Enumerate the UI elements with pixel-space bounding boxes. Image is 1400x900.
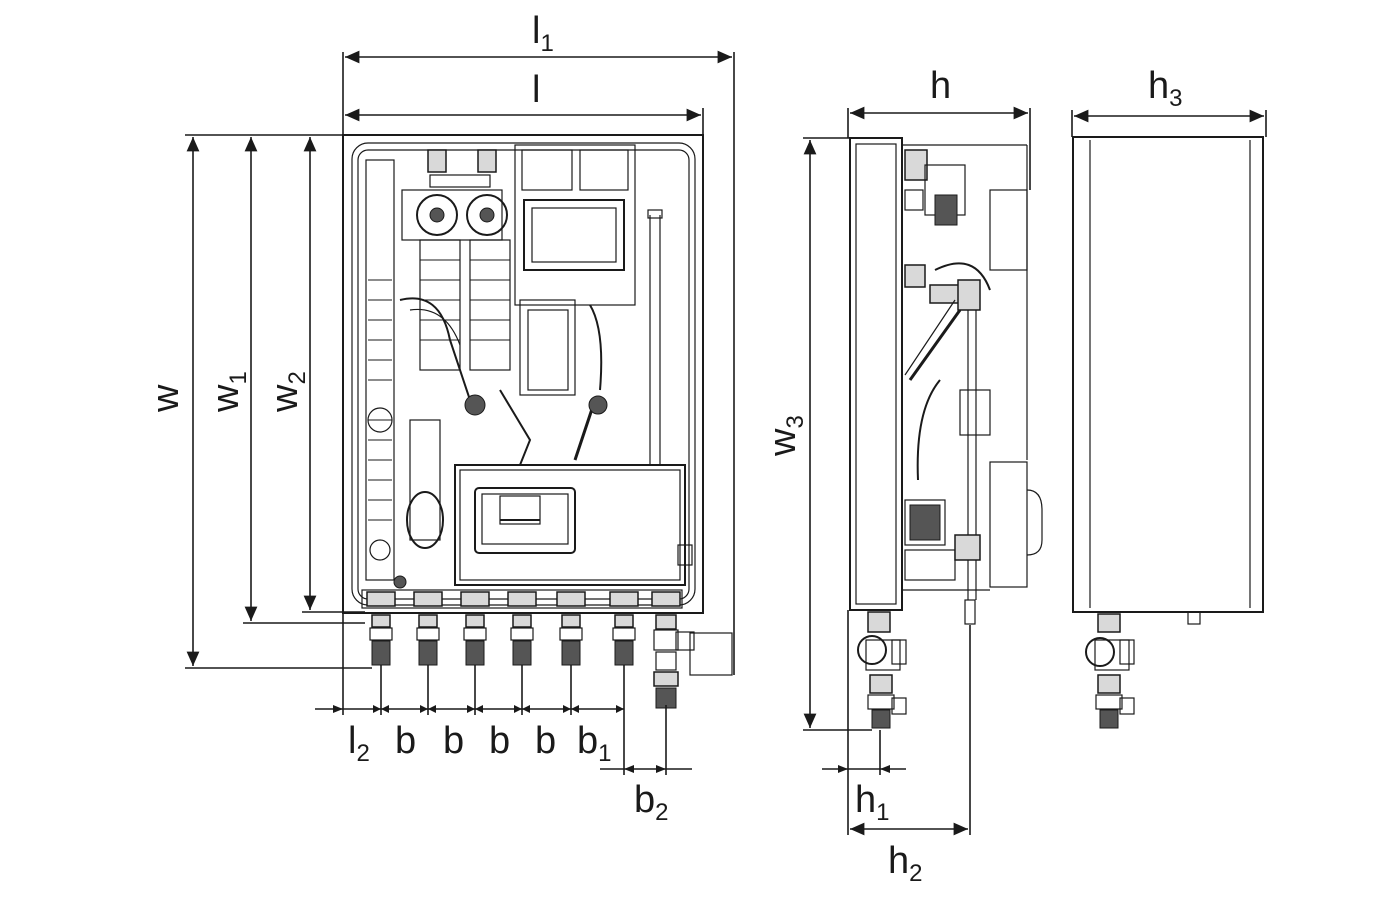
label-w2: w2 (264, 371, 311, 413)
label-w: w (145, 384, 187, 413)
rear-view (1072, 136, 1264, 729)
label-w3: w3 (762, 415, 809, 457)
front-bottom-valves (369, 614, 695, 709)
side-cabinet-front (849, 137, 903, 611)
label-h3: h3 (1148, 65, 1183, 112)
label-l2: l2 (348, 720, 370, 767)
label-l: l (532, 69, 540, 111)
dimension-labels: l1 l w w1 w2 w3 l2 b b b b b1 b2 h h3 h1… (145, 10, 1183, 887)
label-b-2: b (443, 720, 464, 762)
label-b-3: b (489, 720, 510, 762)
label-h: h (930, 65, 951, 107)
dimension-lines (185, 50, 1267, 836)
label-h2: h2 (888, 840, 923, 887)
controller-box (454, 464, 686, 586)
label-w1: w1 (205, 371, 252, 413)
front-view (342, 134, 733, 709)
label-b-4: b (535, 720, 556, 762)
rear-cabinet (1072, 136, 1264, 613)
label-b-1: b (395, 720, 416, 762)
label-b1: b1 (577, 720, 612, 767)
label-l1: l1 (532, 10, 554, 57)
side-view (849, 137, 1043, 729)
front-cabinet-outline (342, 134, 704, 614)
label-b2: b2 (634, 779, 669, 826)
label-h1: h1 (855, 779, 890, 826)
